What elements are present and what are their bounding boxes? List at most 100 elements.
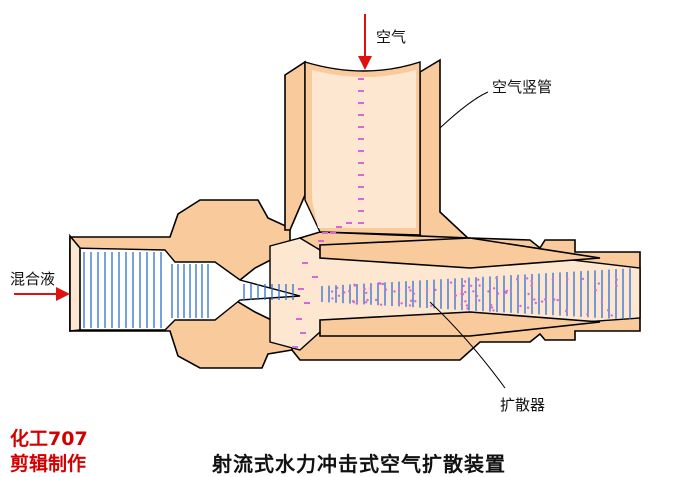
air-bubble bbox=[454, 294, 457, 297]
air-bubble bbox=[408, 286, 411, 289]
air-bubble bbox=[530, 280, 533, 283]
water-flow bbox=[83, 252, 631, 328]
air-bubble bbox=[397, 300, 401, 304]
air-bubble bbox=[351, 300, 355, 303]
air-bubble bbox=[302, 262, 308, 264]
air-bubble bbox=[581, 277, 585, 281]
air-bubble bbox=[462, 284, 465, 288]
air-bubble bbox=[358, 78, 364, 80]
air-bubble bbox=[496, 292, 500, 295]
air-bubble bbox=[464, 300, 467, 303]
liquid-inlet-arrow bbox=[14, 287, 70, 301]
air-bubble bbox=[358, 126, 364, 128]
air-bubble bbox=[487, 290, 490, 293]
air-bubble bbox=[505, 291, 508, 295]
air-bubble bbox=[566, 277, 569, 281]
air-bubble bbox=[336, 286, 339, 290]
air-bubble bbox=[543, 298, 547, 301]
air-bubble bbox=[393, 290, 396, 293]
air-bubble bbox=[318, 240, 324, 242]
air-bubble bbox=[400, 302, 403, 305]
air-bubble bbox=[465, 304, 469, 307]
nozzle-insert bbox=[69, 233, 601, 337]
air-bubble bbox=[358, 114, 364, 116]
air-inlet-arrow bbox=[358, 14, 372, 70]
air-bubble bbox=[565, 309, 568, 313]
air-bubble bbox=[470, 284, 473, 287]
air-bubble bbox=[526, 277, 529, 280]
air-bubble bbox=[346, 222, 352, 224]
air-bubble bbox=[492, 309, 495, 312]
air-bubble bbox=[434, 288, 437, 292]
air-bubble bbox=[464, 290, 467, 294]
air-bubble bbox=[358, 222, 364, 224]
air-bubble bbox=[489, 303, 493, 307]
air-bubble bbox=[526, 306, 530, 309]
air-bubble bbox=[358, 102, 364, 104]
air-bubble bbox=[460, 292, 463, 296]
air-bubble bbox=[553, 298, 556, 301]
air-bubble bbox=[292, 346, 298, 348]
air-bubbles bbox=[292, 78, 618, 348]
air-bubble bbox=[358, 186, 364, 188]
label-air-riser: 空气竖管 bbox=[492, 78, 553, 96]
air-bubble bbox=[365, 291, 368, 295]
label-diffuser: 扩散器 bbox=[500, 396, 546, 414]
air-bubble bbox=[381, 282, 385, 286]
air-bubble bbox=[586, 313, 589, 316]
air-bubble bbox=[363, 287, 366, 290]
air-bubble bbox=[322, 232, 328, 234]
air-bubble bbox=[610, 314, 613, 317]
air-bubble bbox=[409, 299, 413, 302]
air-bubble bbox=[374, 298, 378, 302]
air-bubble bbox=[409, 289, 412, 292]
air-bubble bbox=[490, 306, 494, 309]
air-bubble bbox=[378, 281, 381, 285]
air-bubble bbox=[475, 294, 479, 298]
air-bubble bbox=[615, 284, 618, 288]
air-bubble bbox=[460, 289, 464, 292]
air-bubble bbox=[449, 281, 453, 284]
air-bubble bbox=[366, 298, 369, 302]
brand-line-1: 化工707 bbox=[10, 428, 88, 450]
air-bubble bbox=[530, 284, 533, 287]
air-bubble bbox=[556, 298, 559, 302]
air-bubble bbox=[478, 284, 481, 287]
air-bubble bbox=[460, 303, 463, 306]
air-bubble bbox=[615, 278, 618, 281]
air-bubble bbox=[330, 232, 336, 234]
air-bubble bbox=[430, 304, 433, 307]
air-bubble bbox=[594, 289, 597, 292]
air-bubble bbox=[519, 304, 522, 308]
air-bubble bbox=[384, 288, 388, 291]
label-mixed-liquid: 混合液 bbox=[10, 270, 56, 288]
air-bubble bbox=[551, 278, 555, 281]
air-bubble bbox=[534, 301, 537, 305]
air-bubble bbox=[343, 291, 346, 294]
air-bubble bbox=[336, 226, 342, 228]
air-bubble bbox=[353, 284, 357, 287]
air-bubble bbox=[364, 301, 368, 304]
air-bubble bbox=[478, 299, 481, 302]
air-bubble bbox=[397, 287, 401, 291]
air-bubble bbox=[425, 289, 429, 292]
air-bubble bbox=[527, 292, 530, 296]
air-bubble bbox=[466, 307, 469, 310]
air-bubble bbox=[533, 298, 536, 301]
air-bubble bbox=[369, 287, 372, 290]
air-bubble bbox=[300, 332, 306, 334]
air-bubble bbox=[412, 292, 416, 295]
label-air-inlet: 空气 bbox=[376, 28, 407, 46]
air-bubble bbox=[379, 303, 383, 306]
diagram-caption: 射流式水力冲击式空气扩散装置 bbox=[212, 452, 506, 476]
air-bubble bbox=[358, 198, 364, 200]
air-bubble bbox=[358, 210, 364, 212]
air-bubble bbox=[509, 289, 513, 292]
air-bubble bbox=[495, 276, 498, 280]
air-bubble bbox=[358, 138, 364, 140]
air-bubble bbox=[358, 174, 364, 176]
air-bubble bbox=[477, 278, 480, 281]
brand-line-2: 剪辑制作 bbox=[10, 453, 87, 475]
leader-lines bbox=[429, 91, 506, 389]
